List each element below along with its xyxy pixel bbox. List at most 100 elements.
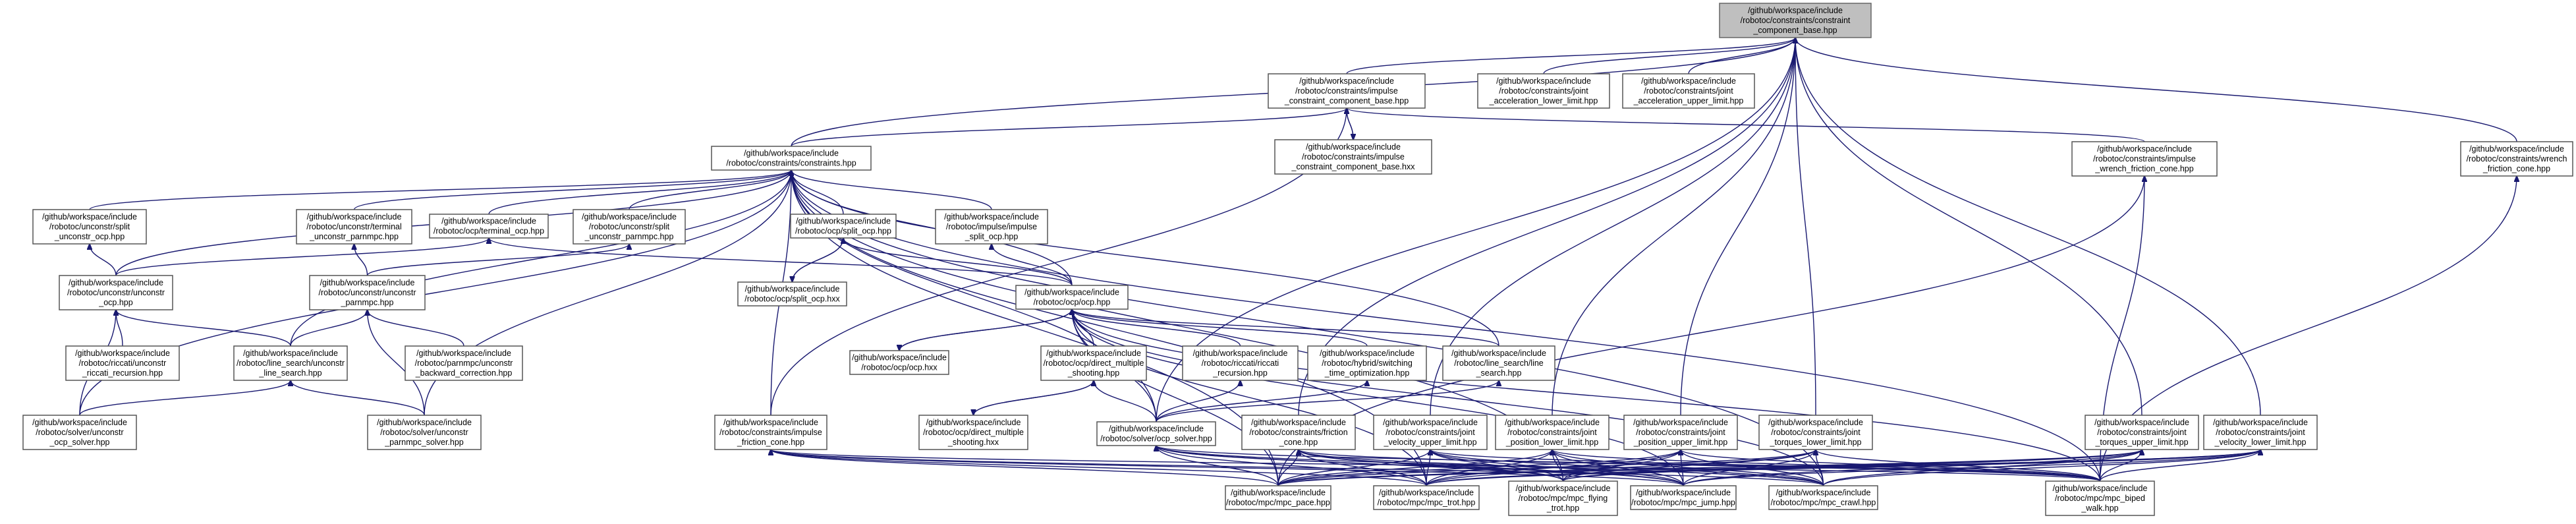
node-terminal_pmpc[interactable]: /github/workspace/include/robotoc/uncons… (296, 209, 412, 245)
node-wfc[interactable]: /github/workspace/include/robotoc/constr… (2460, 141, 2573, 177)
edge-ocp_solver-to-dms (1094, 380, 1157, 422)
node-label-line: _acceleration_lower_limit.hpp (1489, 96, 1598, 105)
node-jal[interactable]: /github/workspace/include/robotoc/constr… (1477, 73, 1610, 109)
node-label-line: /robotoc/constraints/constraints.hpp (726, 159, 856, 168)
node-label-line: _shooting.hxx (947, 438, 999, 447)
node-label-line: _friction_cone.hpp (737, 438, 804, 447)
node-mpc_jump[interactable]: /github/workspace/include/robotoc/mpc/mp… (1630, 485, 1737, 510)
node-ifc[interactable]: /github/workspace/include/robotoc/constr… (714, 415, 827, 450)
node-unconstr_pmpc[interactable]: /github/workspace/include/robotoc/uncons… (309, 275, 426, 310)
edge-ls_unc-to-constraints (290, 170, 791, 347)
node-ocp_hxx[interactable]: /github/workspace/include/robotoc/ocp/oc… (849, 350, 949, 375)
node-ls[interactable]: /github/workspace/include/robotoc/line_s… (1442, 345, 1555, 381)
node-iwfc[interactable]: /github/workspace/include/robotoc/constr… (2071, 141, 2218, 177)
node-split_ocp[interactable]: /github/workspace/include/robotoc/ocp/sp… (790, 214, 897, 239)
node-label-line: /robotoc/ocp/ocp.hpp (1034, 298, 1111, 307)
node-dms[interactable]: /github/workspace/include/robotoc/ocp/di… (1040, 345, 1147, 381)
node-label-line: /robotoc/constraints/joint (1507, 428, 1597, 437)
node-label-line: /github/workspace/include (1383, 418, 1478, 427)
node-riccati[interactable]: /github/workspace/include/robotoc/riccat… (1182, 345, 1299, 381)
edge-mpc_flying-to-jvl (1562, 450, 2261, 482)
node-jtu[interactable]: /github/workspace/include/robotoc/constr… (2085, 415, 2199, 450)
node-label-line: _line_search.hpp (258, 368, 322, 378)
node-box (918, 415, 1028, 450)
file-nodes: /github/workspace/include/robotoc/constr… (22, 3, 2573, 516)
node-label-line: /github/workspace/include (1251, 418, 1346, 427)
node-box (32, 209, 147, 245)
edge-ocp-to-impulse_split (992, 244, 1073, 286)
edge-mpc_jump-to-jvl (1683, 450, 2260, 486)
node-label-line: _wrench_friction_cone.hpp (2094, 164, 2193, 173)
node-jvu[interactable]: /github/workspace/include/robotoc/constr… (1373, 415, 1488, 450)
node-jpl[interactable]: /github/workspace/include/robotoc/constr… (1495, 415, 1610, 450)
edge-jpu-to-root (1680, 38, 1795, 416)
node-label-line: /robotoc/constraints/joint (1771, 428, 1861, 437)
node-label-line: /robotoc/constraints/impulse (2093, 154, 2196, 163)
node-box (1096, 421, 1216, 446)
node-jtl[interactable]: /github/workspace/include/robotoc/constr… (1758, 415, 1873, 450)
node-label-line: _cone.hpp (1279, 438, 1318, 447)
node-pmpc_bc[interactable]: /github/workspace/include/robotoc/parnmp… (405, 345, 523, 381)
node-label-line: /robotoc/ocp/direct_multiple (923, 428, 1024, 437)
edge-mpc_flying-to-jvu (1430, 450, 1564, 482)
node-fc[interactable]: /github/workspace/include/robotoc/constr… (1241, 415, 1356, 450)
node-ocp_solver[interactable]: /github/workspace/include/robotoc/solver… (1096, 421, 1216, 446)
edge-jtl-to-root (1795, 38, 1816, 416)
node-box (1182, 345, 1299, 381)
node-impulse_base_hxx[interactable]: /github/workspace/include/robotoc/constr… (1274, 139, 1432, 175)
edge-unconstr_pmpc-to-terminal_pmpc (354, 244, 368, 276)
node-box (1373, 485, 1480, 510)
node-riccati_unc[interactable]: /github/workspace/include/robotoc/riccat… (65, 345, 180, 381)
node-mpc_trot[interactable]: /github/workspace/include/robotoc/mpc/mp… (1373, 485, 1480, 510)
node-label-line: /github/workspace/include (1299, 76, 1394, 86)
node-label-line: /github/workspace/include (1451, 349, 1546, 358)
node-jau[interactable]: /github/workspace/include/robotoc/constr… (1622, 73, 1755, 109)
node-label-line: /robotoc/constraints/joint (1644, 86, 1733, 96)
node-label-line: /github/workspace/include (1748, 6, 1843, 15)
node-mpc_pace[interactable]: /github/workspace/include/robotoc/mpc/mp… (1225, 485, 1331, 510)
node-dms_hxx[interactable]: /github/workspace/include/robotoc/ocp/di… (918, 415, 1028, 450)
node-label-line: /robotoc/line_search/unconstr (237, 359, 345, 368)
node-split_pmpc[interactable]: /github/workspace/include/robotoc/uncons… (573, 209, 686, 245)
node-split_ocp_hxx[interactable]: /github/workspace/include/robotoc/ocp/sp… (737, 281, 847, 306)
node-label-line: /github/workspace/include (2094, 418, 2189, 427)
node-unconstr_ocp_solver[interactable]: /github/workspace/include/robotoc/solver… (22, 415, 137, 450)
node-constraints[interactable]: /github/workspace/include/robotoc/constr… (711, 146, 872, 171)
node-box (1495, 415, 1610, 450)
edge-mpc_crawl-to-jpl (1552, 450, 1824, 486)
node-label-line: _constraint_component_base.hpp (1284, 96, 1409, 105)
node-jvl[interactable]: /github/workspace/include/robotoc/constr… (2203, 415, 2318, 450)
node-unconstr_ocp[interactable]: /github/workspace/include/robotoc/uncons… (59, 275, 173, 310)
node-label-line: _shooting.hpp (1067, 368, 1120, 378)
node-hybrid[interactable]: /github/workspace/include/robotoc/hybrid… (1307, 345, 1427, 381)
node-mpc_crawl[interactable]: /github/workspace/include/robotoc/mpc/mp… (1768, 485, 1878, 510)
node-ocp[interactable]: /github/workspace/include/robotoc/ocp/oc… (1015, 285, 1129, 310)
node-mpc_flying[interactable]: /github/workspace/include/robotoc/mpc/mp… (1508, 480, 1618, 516)
node-label-line: /robotoc/unconstr/unconstr (319, 288, 416, 297)
edge-unconstr_pmpc_solver-to-ls_unc (291, 380, 425, 416)
node-mpc_biped[interactable]: /github/workspace/include/robotoc/mpc/mp… (2045, 480, 2155, 516)
edge-mpc_trot-to-jtl (1426, 450, 1816, 486)
node-label-line: /robotoc/constraints/constraint (1741, 16, 1851, 25)
node-label-line: _ocp_solver.hpp (49, 438, 109, 447)
node-label-line: /robotoc/mpc/mpc_biped (2055, 494, 2145, 503)
node-root[interactable]: /github/workspace/include/robotoc/constr… (1719, 3, 1872, 38)
node-unconstr_pmpc_solver[interactable]: /github/workspace/include/robotoc/solver… (367, 415, 482, 450)
edge-mpc_pace-to-ifc (771, 450, 1279, 486)
edge-jtu-to-root (1795, 38, 2142, 416)
node-box (22, 415, 137, 450)
node-terminal_ocp[interactable]: /github/workspace/include/robotoc/ocp/te… (429, 214, 549, 239)
node-split_unconstr[interactable]: /github/workspace/include/robotoc/uncons… (32, 209, 147, 245)
node-ls_unc[interactable]: /github/workspace/include/robotoc/line_s… (233, 345, 348, 381)
node-box (65, 345, 180, 381)
node-jpu[interactable]: /github/workspace/include/robotoc/constr… (1623, 415, 1738, 450)
node-impulse_split[interactable]: /github/workspace/include/robotoc/impuls… (935, 209, 1048, 245)
node-box (711, 146, 872, 171)
node-box (2085, 415, 2199, 450)
node-label-line: _velocity_lower_limit.hpp (2214, 438, 2307, 447)
edge-split_pmpc-to-constraints (629, 170, 791, 210)
edge-mpc_pace-to-ocp (1072, 309, 1279, 486)
node-impulse_base[interactable]: /github/workspace/include/robotoc/constr… (1268, 73, 1426, 109)
node-box (1758, 415, 1873, 450)
node-label-line: /robotoc/constraints/joint (2097, 428, 2187, 437)
